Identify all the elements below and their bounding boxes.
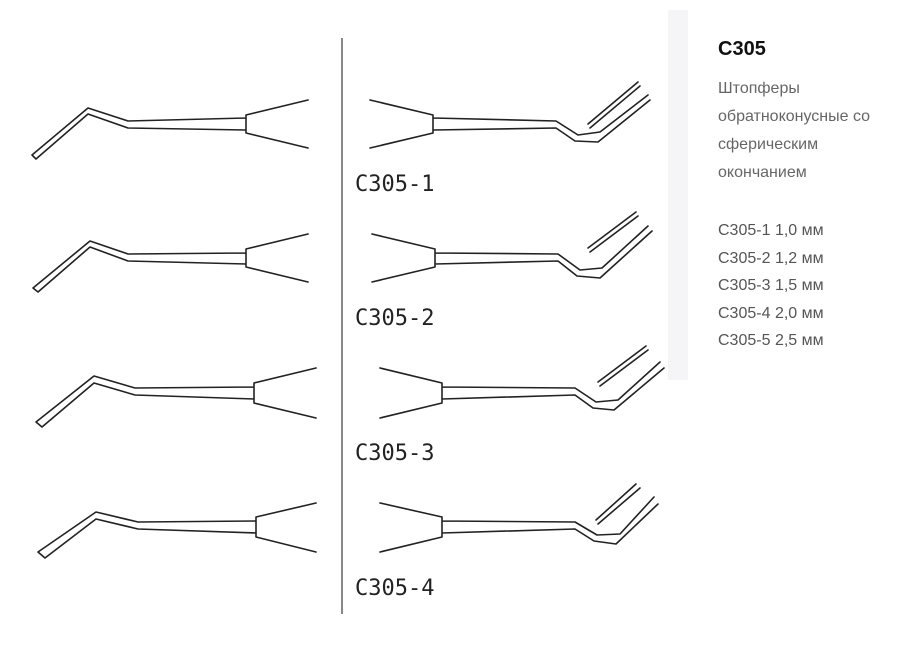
right-instrument-3 — [379, 345, 665, 419]
size-list: С305-1 1,0 мм С305-2 1,2 мм С305-3 1,5 м… — [718, 217, 903, 355]
size-item: С305-4 2,0 мм — [718, 304, 824, 322]
left-instrument-4 — [37, 502, 317, 559]
left-instrument-1 — [31, 99, 309, 160]
background-strip — [668, 10, 688, 380]
size-item: С305-2 1,2 мм — [718, 249, 824, 267]
right-instrument-4 — [379, 483, 659, 553]
size-item: С305-5 2,5 мм — [718, 332, 824, 349]
size-item: С305-1 1,0 мм — [718, 222, 824, 239]
product-info: С305 Штопферы обратноконусные со сфериче… — [718, 38, 903, 371]
left-instrument-2 — [32, 233, 309, 293]
right-instrument-1 — [369, 81, 651, 149]
variant-label-1: C305-1 — [355, 172, 434, 197]
left-instrument-3 — [35, 367, 317, 428]
variant-label-4: C305-4 — [355, 576, 434, 601]
product-description: Штопферы обратноконусные со сферическим … — [718, 80, 871, 181]
variant-label-2: C305-2 — [355, 306, 434, 331]
product-title: С305 — [718, 38, 766, 60]
instrument-illustration: C305-1 C305-2 C305-3 C305-4 — [31, 81, 665, 601]
divider-line — [341, 38, 343, 614]
variant-label-3: C305-3 — [355, 441, 434, 466]
size-item: С305-3 1,5 мм — [718, 277, 824, 294]
right-instrument-2 — [371, 211, 653, 283]
